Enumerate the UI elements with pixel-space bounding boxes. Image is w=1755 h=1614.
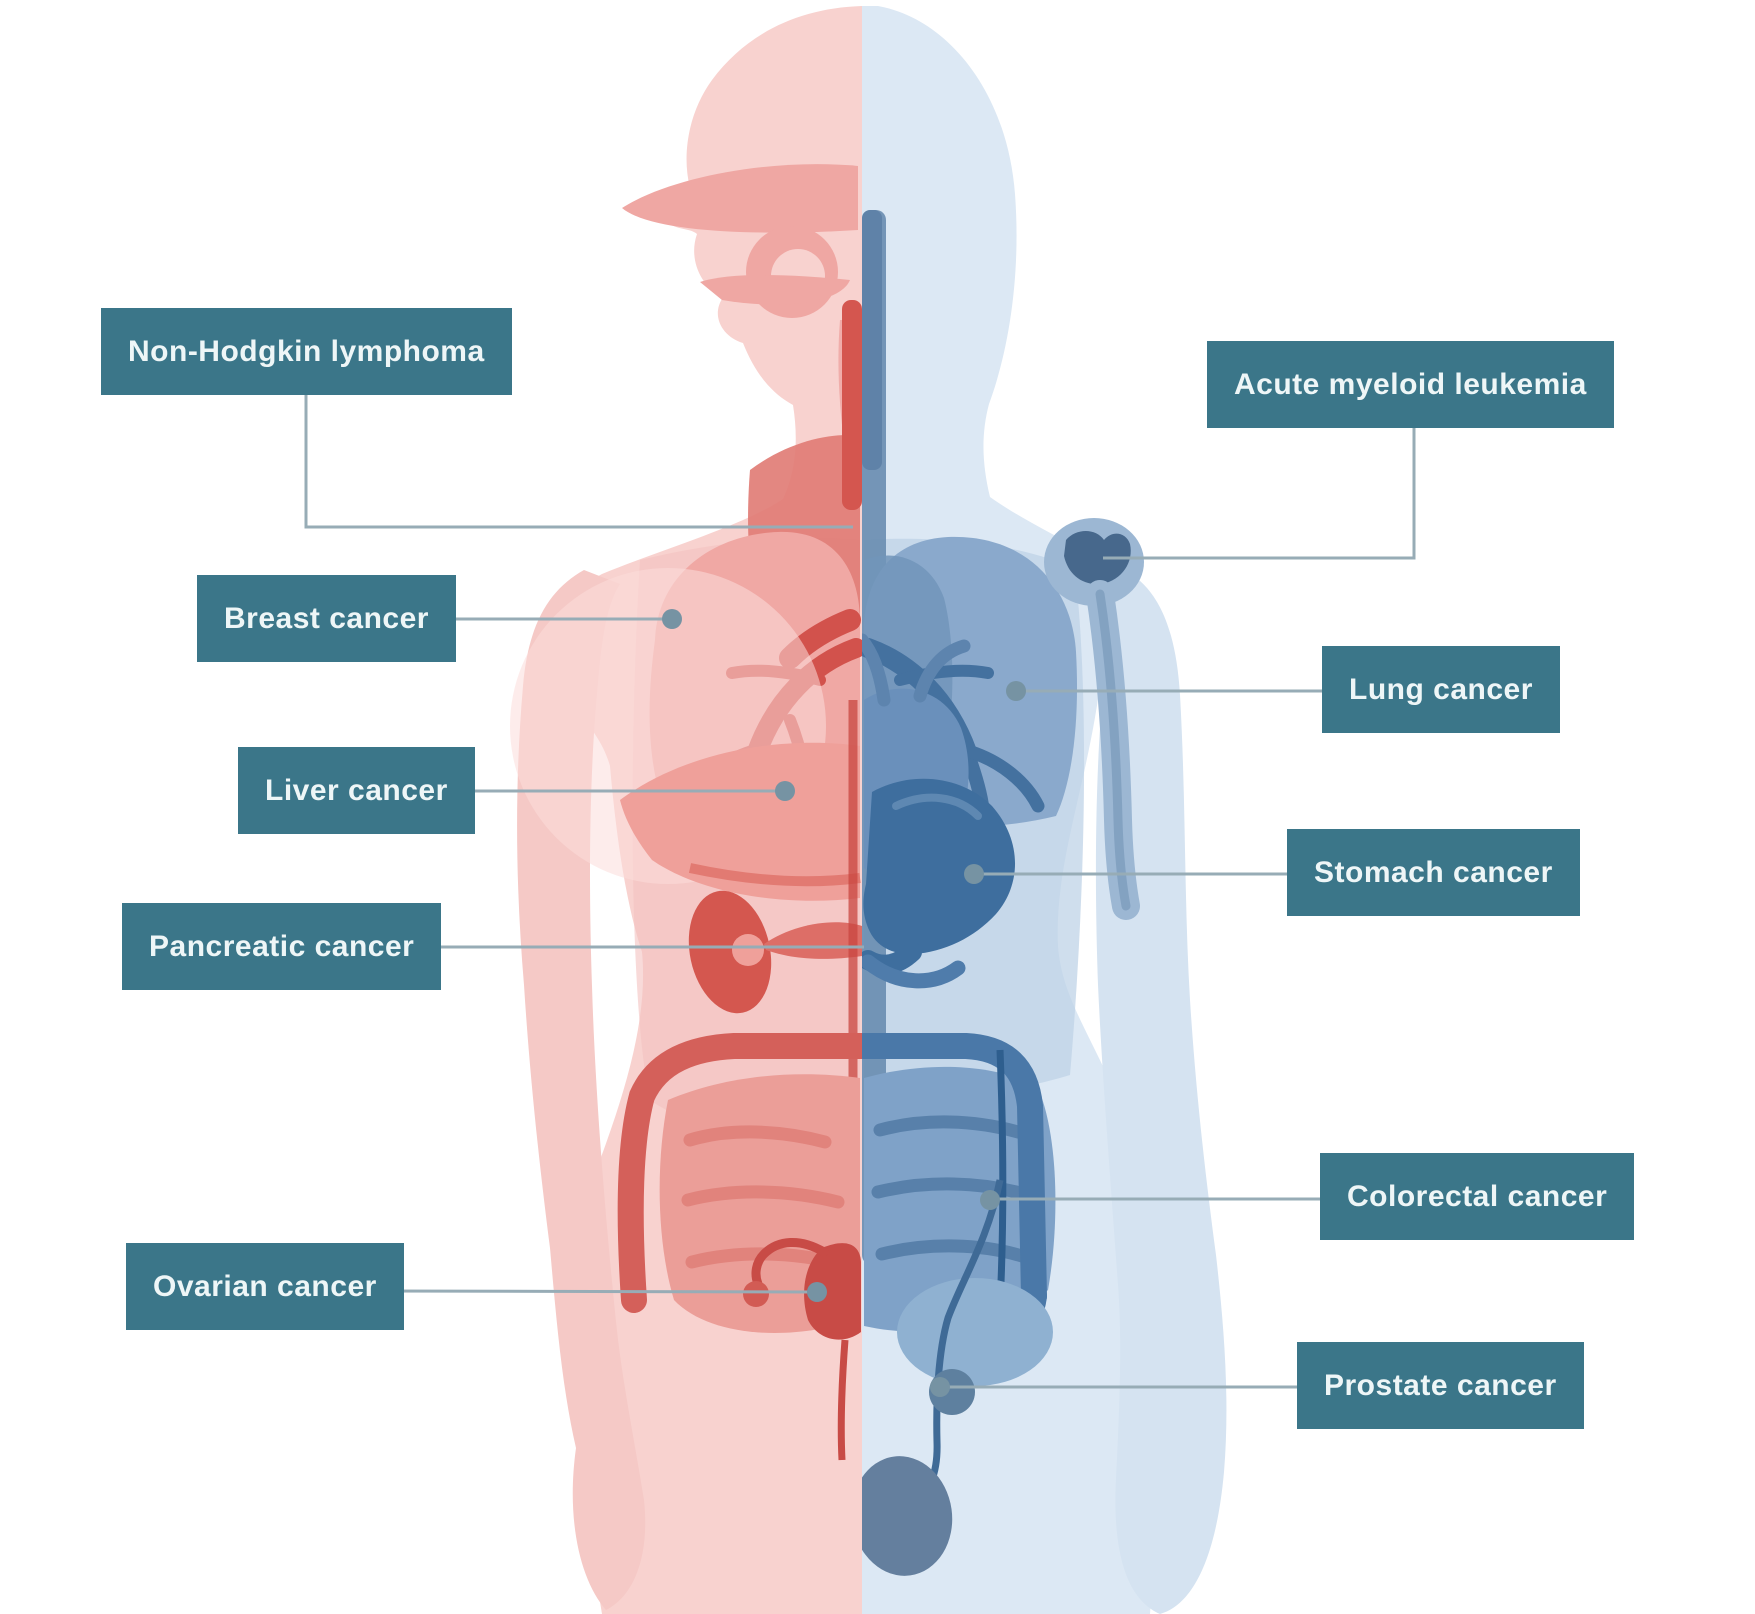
leader-lines [304, 390, 1416, 1389]
callout-breast-cancer: Breast cancer [197, 575, 456, 662]
callout-colorectal-cancer: Colorectal cancer [1320, 1153, 1635, 1240]
callout-prostate-cancer: Prostate cancer [1297, 1342, 1584, 1429]
anchor-dot-stomach-cancer [964, 864, 984, 884]
colon-left-frame [617, 1033, 862, 1313]
vas-deferens-line [911, 1179, 1004, 1505]
kidney-hilum [732, 934, 764, 966]
leader-line-non-hodgkin-lymphoma [304, 390, 853, 529]
testis-illustration [862, 1456, 953, 1576]
mouth-illustration [700, 275, 850, 305]
pancreas-illustration [764, 922, 862, 959]
stomach-illustration [863, 778, 1016, 955]
liver-illustration [620, 742, 860, 901]
female-body-half [510, 6, 862, 1614]
anchor-dots [662, 609, 1026, 1397]
humeral-head-illustration [1064, 531, 1131, 585]
heart-vessels [862, 633, 971, 707]
ovary-illustration [743, 1281, 769, 1307]
leader-line-ovarian-cancer [379, 1289, 818, 1294]
stomach-highlight [892, 793, 982, 820]
anchor-dot-lung-cancer [1006, 681, 1026, 701]
trachea-illustration [842, 300, 862, 510]
callout-lung-cancer: Lung cancer [1322, 646, 1560, 733]
liver-inner-arc [688, 863, 861, 887]
callout-acute-myeloid-leukemia: Acute myeloid leukemia [1207, 341, 1614, 428]
leader-line-acute-myeloid-leukemia [1103, 420, 1416, 560]
birth-canal-line [837, 1339, 849, 1461]
anchor-dot-colorectal-cancer [980, 1190, 1000, 1210]
nasal-cavity-illustration [622, 164, 858, 233]
anchor-dot-prostate-cancer [930, 1377, 950, 1397]
humerus-shaft-core [1095, 589, 1131, 911]
callout-non-hodgkin-lymphoma: Non-Hodgkin lymphoma [101, 308, 512, 395]
uterus-illustration [804, 1243, 861, 1340]
callout-stomach-cancer: Stomach cancer [1287, 829, 1580, 916]
anchor-dot-liver-cancer [775, 781, 795, 801]
neck-spine-segment [862, 210, 882, 470]
anchor-dot-breast-cancer [662, 609, 682, 629]
duodenum-illustration [862, 954, 966, 989]
callout-liver-cancer: Liver cancer [238, 747, 475, 834]
anchor-dot-ovarian-cancer [807, 1282, 827, 1302]
kidney-illustration [688, 890, 772, 1014]
callout-pancreatic-cancer: Pancreatic cancer [122, 903, 442, 990]
male-body-half [862, 6, 1227, 1614]
bladder-illustration [897, 1278, 1053, 1386]
colon-right-frame [862, 1033, 1047, 1309]
callout-ovarian-cancer: Ovarian cancer [126, 1243, 404, 1330]
fallopian-tube-illustration [751, 1237, 829, 1289]
